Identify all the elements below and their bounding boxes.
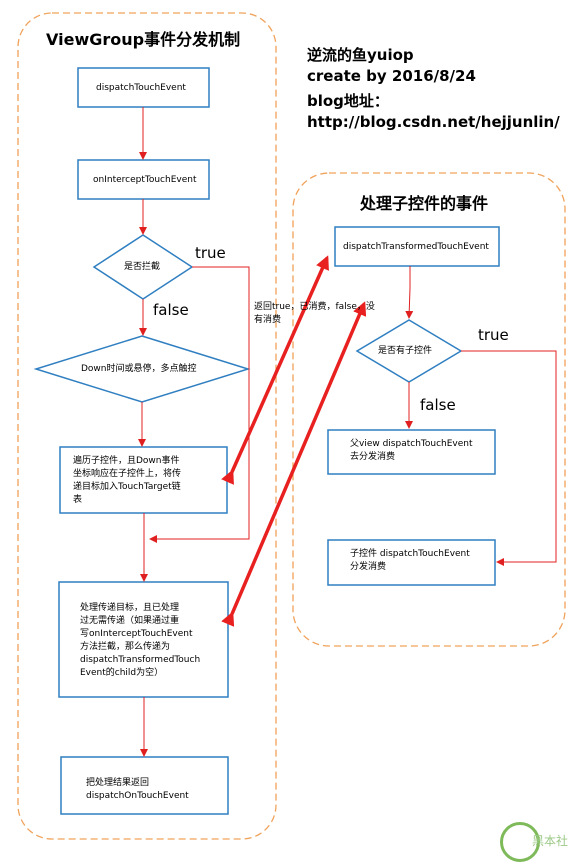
child-view-text: 子控件 dispatchTouchEvent 分发消费	[350, 549, 470, 572]
process-target-text: 处理传递目标，且已处理 过无需传递（如果通过重 写onInterceptTouc…	[80, 603, 201, 678]
watermark-text: 黑本社	[532, 834, 569, 848]
has-child-text: 是否有子控件	[378, 346, 433, 356]
blog-url: http://blog.csdn.net/hejjunlin/	[307, 113, 560, 131]
link-process-to-transformed	[221, 301, 367, 627]
arrow-child-check-true	[461, 350, 557, 566]
process-target-box	[58, 581, 229, 698]
right-false-label: false	[420, 396, 456, 414]
return-value-note: 返回true，已消费，false，没 有消费	[254, 302, 375, 325]
parent-view-text: 父view dispatchTouchEvent 去分发消费	[350, 439, 473, 462]
return-result-text: 把处理结果返回 dispatchOnTouchEvent	[86, 778, 189, 801]
iterate-children-box	[59, 446, 228, 514]
left-false-label: false	[153, 301, 189, 319]
right-true-label: true	[478, 326, 509, 344]
intercept-touch-event-box	[77, 159, 210, 200]
author-name: 逆流的鱼yuiop	[307, 46, 414, 64]
dispatch-touch-event-box	[77, 67, 210, 108]
blog-label: blog地址：	[307, 92, 389, 110]
intercept-touch-event-text: onInterceptTouchEvent	[93, 175, 197, 185]
left-panel-title: ViewGroup事件分发机制	[46, 30, 241, 49]
transformed-touch-event-text: dispatchTransformedTouchEvent	[343, 242, 489, 252]
arrow-transformed-to-child-check	[405, 266, 414, 319]
down-check-text: Down时间或悬停，多点触控	[81, 364, 197, 374]
transformed-touch-event-box	[334, 226, 500, 267]
is-intercept-text: 是否拦截	[124, 262, 161, 272]
left-true-label: true	[195, 244, 226, 262]
iterate-children-text: 遍历子控件，且Down事件 坐标响应在子控件上，将传 递目标加入TouchTar…	[73, 456, 182, 505]
right-panel-title: 处理子控件的事件	[360, 194, 489, 213]
left-frame	[17, 12, 277, 840]
return-result-box	[60, 756, 229, 815]
dispatch-touch-event-text: dispatchTouchEvent	[96, 83, 186, 93]
author-date: create by 2016/8/24	[307, 67, 476, 85]
link-iterate-to-transformed	[221, 255, 329, 485]
